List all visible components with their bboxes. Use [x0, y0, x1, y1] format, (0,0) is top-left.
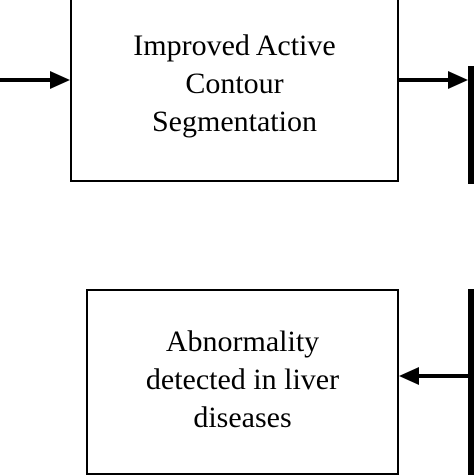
abnormality-label: Abnormality detected in liver diseases	[145, 325, 340, 434]
offscreen-box-edge-top	[468, 66, 474, 184]
abnormality-box: Abnormality detected in liver diseases	[86, 289, 399, 475]
segmentation-box: Improved Active Contour Segmentation	[70, 0, 399, 182]
arrow-into-segmentation	[0, 71, 70, 89]
segmentation-label: Improved Active Contour Segmentation	[133, 29, 336, 138]
arrow-out-of-segmentation	[399, 71, 468, 89]
arrow-into-abnormality	[399, 367, 468, 385]
offscreen-box-edge-bottom	[468, 289, 474, 475]
